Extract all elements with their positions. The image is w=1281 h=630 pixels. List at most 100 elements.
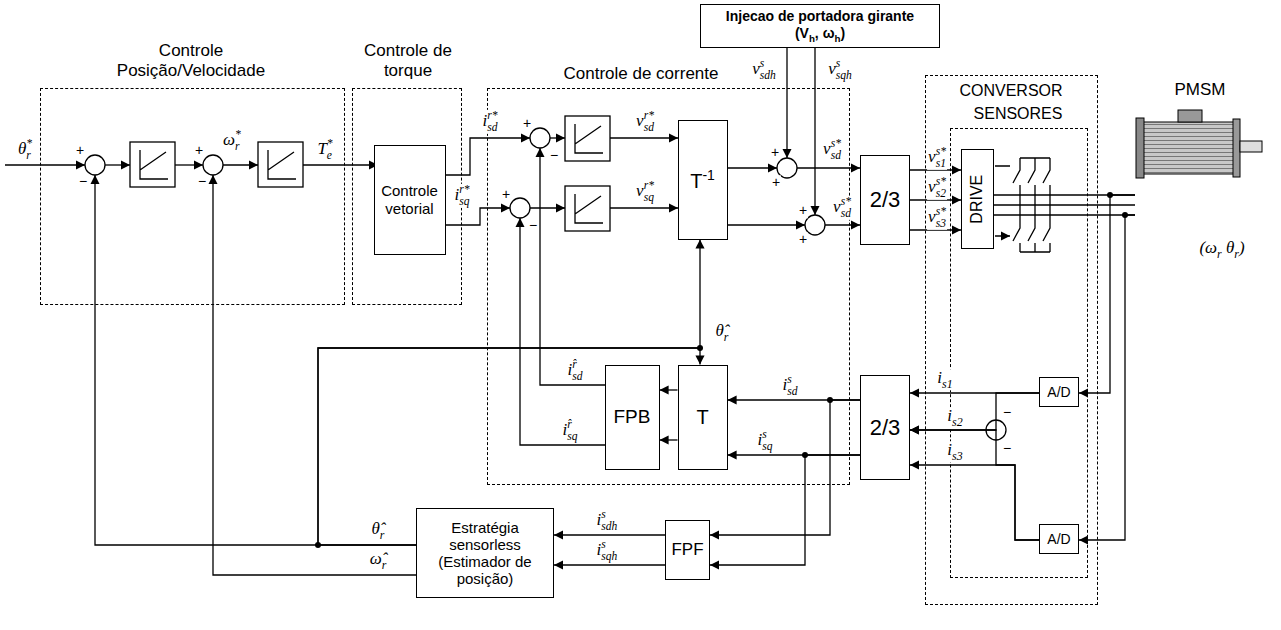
pi-controller: [565, 116, 610, 161]
sum-junction: [85, 155, 105, 175]
block-label: T-1: [690, 167, 715, 193]
pi-controller: [130, 116, 610, 231]
motor-illustration: [1240, 141, 1262, 152]
signal-wire: [786, 45, 787, 158]
group-frame: Controle Posição/Velocidade: [40, 88, 345, 305]
signal-label: vsqhs: [827, 58, 853, 82]
sign-label: +: [771, 175, 781, 190]
signal-label: vs3s*: [927, 206, 947, 230]
pi-controller: [565, 186, 610, 231]
signal-label: ω̂r: [369, 550, 388, 571]
signal-wire: [442, 208, 510, 225]
group-heading: Controle Posição/Velocidade: [91, 41, 291, 80]
injection-block: Injecao de portadora girante(Vh, ωh): [700, 4, 940, 48]
signal-label: ωr*: [222, 129, 242, 153]
signal-label: is2: [946, 407, 963, 428]
signal-connector: [318, 240, 700, 546]
block-label: FPB: [614, 406, 651, 428]
sign-label: +: [798, 203, 808, 218]
signal-connector: [710, 455, 860, 565]
group-heading: Controle de torque: [353, 41, 463, 80]
converter-block: A/D: [1039, 524, 1079, 554]
group-frame: Controle vetorialControle de torque: [352, 88, 462, 305]
block-label: PMSM: [1175, 80, 1226, 100]
pi-controller: [575, 124, 603, 153]
signal-wire: [520, 218, 605, 445]
sign-label: −: [197, 174, 207, 189]
signal-label: Te*: [316, 138, 333, 162]
signal-label: isqr*: [453, 184, 470, 208]
transform-block: 2/3: [860, 155, 910, 245]
sign-label: −: [1002, 441, 1012, 456]
signal-connector: [660, 439, 678, 440]
signal-wire: [105, 164, 130, 165]
signal-label: vs2s*: [927, 176, 947, 200]
signal-wire: [540, 148, 605, 385]
sign-label: −: [528, 218, 538, 233]
control-block: Controle vetorial: [374, 145, 446, 255]
signal-label: isqs: [756, 429, 773, 453]
block-label: DRIVE: [968, 175, 986, 224]
sign-label: +: [770, 145, 780, 160]
sign-label: +: [194, 143, 204, 158]
signal-label: isdr̂: [566, 359, 583, 383]
group-heading: CONVERSOR: [926, 82, 1096, 100]
sign-label: +: [75, 143, 85, 158]
block-label: Estratégia sensorless: [417, 519, 553, 554]
signal-label: isqr̂: [561, 419, 578, 443]
signal-wire: [610, 137, 678, 138]
signal-label: vsdhs: [751, 58, 777, 82]
signal-wire: [303, 164, 378, 165]
signal-wire: [728, 224, 805, 225]
group-frame: T-1TFPBControle de corrente: [487, 88, 850, 485]
signal-connector: [994, 214, 1135, 215]
signal-wire: [175, 164, 203, 165]
signal-connector: [910, 430, 1039, 540]
signal-wire: [442, 138, 530, 175]
motor-illustration: [1136, 118, 1144, 178]
sign-label: −: [1002, 405, 1012, 420]
signal-connector: [554, 534, 665, 535]
signal-label: vsds*: [832, 196, 852, 220]
estimator-block: Estratégia sensorless(Estimador de posiç…: [416, 508, 554, 598]
filter-block: FPB: [605, 365, 660, 470]
signal-connector: [994, 204, 1135, 205]
signal-label: isqhs: [596, 539, 619, 563]
signal-label: isdr*: [481, 110, 498, 134]
block-label: A/D: [1047, 384, 1070, 400]
block-label: (Vh, ωh): [795, 25, 845, 44]
signal-connector: [910, 465, 1039, 540]
signal-label: is1: [936, 369, 953, 390]
transform-block: T-1: [678, 120, 728, 240]
sign-label: −: [549, 148, 559, 163]
pi-controller: [130, 142, 175, 187]
signal-wire: [5, 164, 85, 165]
signal-label: θ̂r: [715, 322, 730, 343]
signal-label: θ̂r: [371, 520, 386, 541]
motor-illustration: [1143, 122, 1235, 174]
signal-wire: [95, 175, 318, 545]
block-label: A/D: [1047, 531, 1070, 547]
signal-wire: [5, 45, 860, 575]
signal-wire: [728, 167, 777, 168]
signal-connector: [910, 393, 1039, 430]
block-label: 2/3: [870, 187, 901, 212]
sum-junction: [203, 155, 223, 175]
motor-illustration: [1178, 110, 1202, 122]
signal-wire: [825, 224, 860, 225]
sign-label: +: [522, 116, 532, 131]
motor: PMSM: [1135, 80, 1265, 225]
signal-wire: [797, 167, 860, 168]
signal-connector: [710, 400, 860, 535]
group-heading: Controle de corrente: [541, 64, 741, 84]
signal-label: vs1s*: [927, 146, 947, 170]
sum-junction: [530, 128, 550, 148]
signal-label: vsqr*: [635, 180, 655, 204]
signal-label: θr*: [17, 138, 33, 162]
pi-controller: [258, 142, 303, 187]
signal-wire: [223, 164, 258, 165]
inverter-switches: [995, 166, 1010, 236]
block-label: T: [696, 406, 708, 429]
block-label: Controle vetorial: [375, 182, 445, 217]
